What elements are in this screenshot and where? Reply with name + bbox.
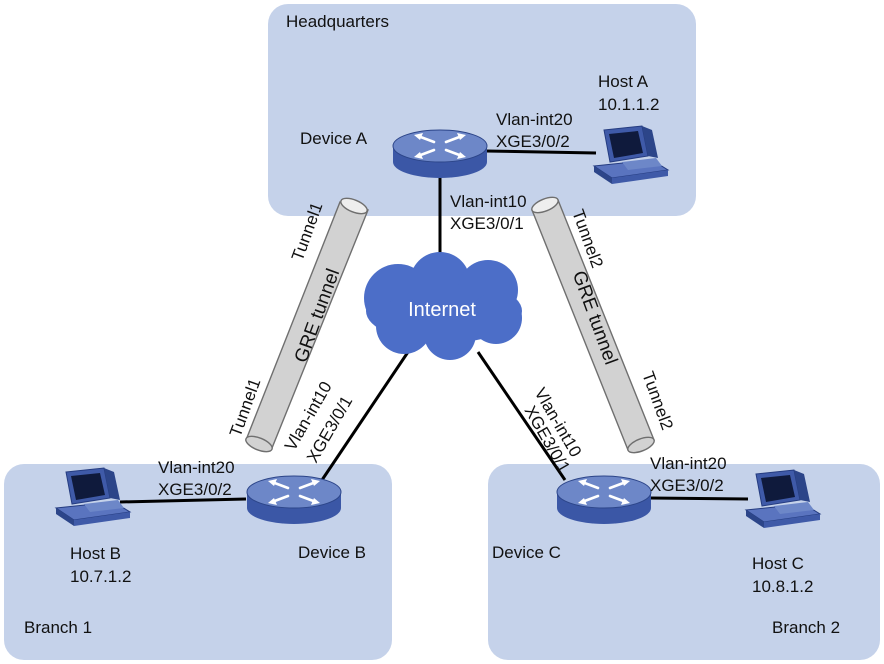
link-device-c-internet: [476, 351, 567, 481]
host-b-ip: 10.7.1.2: [70, 567, 131, 586]
device-a-wan-vlan: Vlan-int10: [450, 192, 527, 211]
zone-headquarters: [268, 4, 696, 216]
link-device-a-host-a: [485, 149, 597, 155]
device-a-wan-port: XGE3/0/1: [450, 214, 524, 233]
router-icon: [555, 474, 653, 526]
host-c-ip: 10.8.1.2: [752, 577, 813, 596]
link-device-b-host-b: [119, 497, 247, 504]
host-b-name: Host B: [70, 544, 121, 563]
device-c-host-vlan: Vlan-int20: [650, 454, 727, 473]
zone-branch1-label: Branch 1: [24, 618, 92, 637]
device-a-label: Device A: [300, 129, 368, 148]
zone-headquarters-label: Headquarters: [286, 12, 389, 31]
device-a-host-port: XGE3/0/2: [496, 132, 570, 151]
host-c-name: Host C: [752, 554, 804, 573]
device-b-label: Device B: [298, 543, 366, 562]
device-b-host-port: XGE3/0/2: [158, 480, 232, 499]
internet-label: Internet: [408, 299, 476, 321]
router-icon: [391, 128, 489, 180]
zone-branch2-label: Branch 2: [772, 618, 840, 637]
device-a-host-vlan: Vlan-int20: [496, 110, 573, 129]
router-icon: [245, 474, 343, 526]
host-a-ip: 10.1.1.2: [598, 95, 659, 114]
link-device-b-internet: [320, 351, 410, 481]
link-device-c-host-c: [649, 496, 749, 501]
device-b-host-vlan: Vlan-int20: [158, 458, 235, 477]
device-c-host-port: XGE3/0/2: [650, 476, 724, 495]
host-a-name: Host A: [598, 72, 649, 91]
cloud-icon: Internet: [364, 252, 522, 360]
device-c-label: Device C: [492, 543, 561, 562]
